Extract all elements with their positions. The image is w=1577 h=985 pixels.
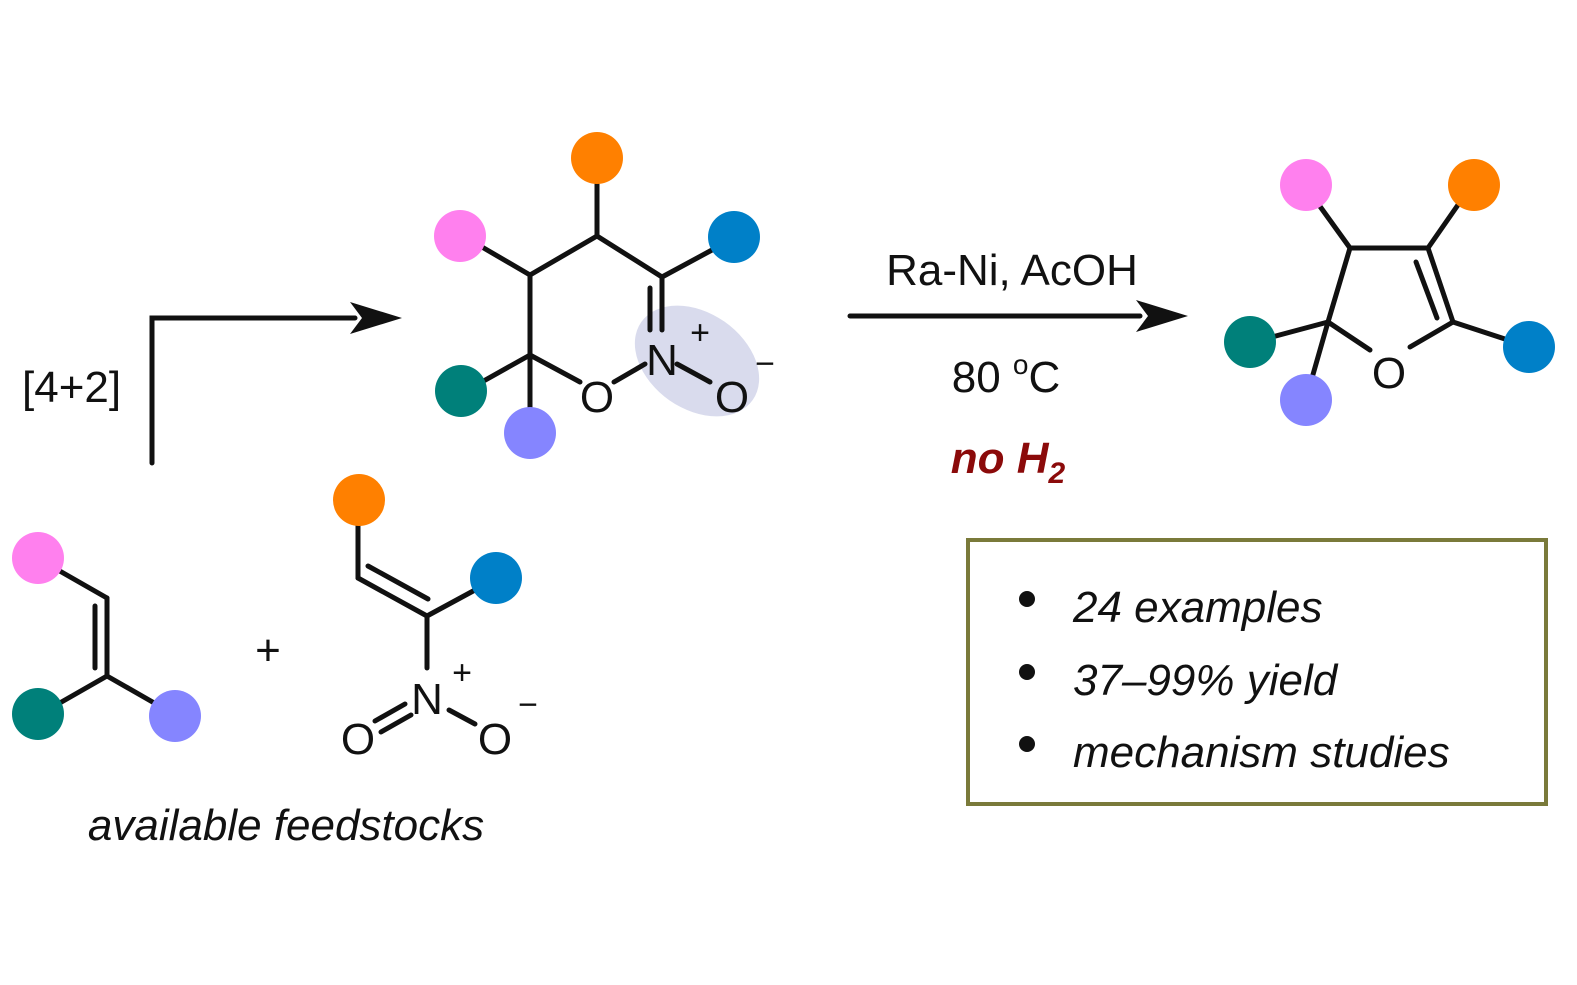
ring-oxygen-atom: O <box>580 373 614 422</box>
substituent-violet <box>149 690 201 742</box>
nitro-nitrogen-atom: N <box>411 675 443 724</box>
substituent-pink <box>1280 159 1332 211</box>
cyclic-nitronate-intermediate: O N + O − <box>434 132 775 459</box>
substituent-teal <box>435 365 487 417</box>
substituent-pink <box>12 532 64 584</box>
substituent-blue <box>1503 321 1555 373</box>
no-h2-subscript: 2 <box>1048 457 1066 490</box>
substituent-pink <box>434 210 486 262</box>
oxygen-minus-charge: − <box>755 345 775 383</box>
bullet-icon <box>1019 736 1035 752</box>
temperature-label: 80 oC <box>952 349 1061 402</box>
bullet-icon <box>1019 664 1035 680</box>
highlight-mechanism: mechanism studies <box>1073 728 1450 777</box>
nitro-oxygen-double: O <box>341 715 375 764</box>
cycloaddition-arrow <box>149 302 402 466</box>
feedstocks-label: available feedstocks <box>88 801 484 850</box>
nitro-minus-charge: − <box>518 686 538 724</box>
highlight-yield: 37–99% yield <box>1073 656 1339 705</box>
nitronate-oxygen-atom: O <box>715 373 749 422</box>
degree-symbol: o <box>1013 349 1029 380</box>
nitrogen-plus-charge: + <box>690 314 710 352</box>
plus-sign: + <box>255 626 281 675</box>
substituent-orange <box>571 132 623 184</box>
no-h2-label: no H2 <box>951 434 1066 490</box>
substituent-violet <box>504 407 556 459</box>
nitro-oxygen-single: O <box>478 715 512 764</box>
nitronate-highlight <box>634 305 760 417</box>
substituent-blue <box>708 211 760 263</box>
furan-oxygen-atom: O <box>1372 349 1406 398</box>
dihydrofuran-product: O <box>1224 159 1555 426</box>
temperature-unit: C <box>1028 353 1060 402</box>
substituent-teal <box>12 688 64 740</box>
conditions-arrow <box>847 300 1188 332</box>
reaction-type-label: [4+2] <box>22 363 121 412</box>
substituent-teal <box>1224 316 1276 368</box>
substituent-blue <box>470 552 522 604</box>
highlights-box: 24 examples 37–99% yield mechanism studi… <box>966 538 1548 806</box>
alkene-feedstock <box>12 532 201 742</box>
substituent-violet <box>1280 374 1332 426</box>
substituent-orange <box>1448 159 1500 211</box>
substituent-orange <box>333 474 385 526</box>
bullet-icon <box>1019 591 1035 607</box>
reagents-label: Ra-Ni, AcOH <box>886 246 1138 295</box>
nitro-plus-charge: + <box>452 654 472 692</box>
nitroalkene-feedstock: N + O O − <box>333 474 538 764</box>
highlight-examples: 24 examples <box>1072 583 1322 632</box>
nitronate-nitrogen-atom: N <box>646 336 678 385</box>
